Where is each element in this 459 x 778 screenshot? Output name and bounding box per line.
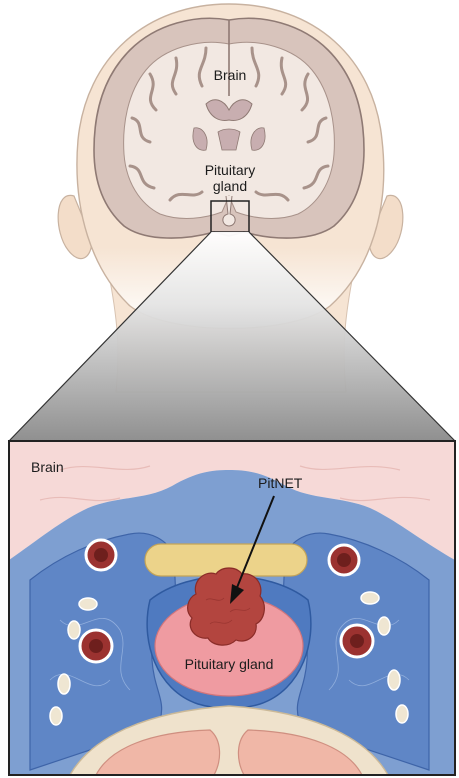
label-pitnet: PitNET <box>258 475 302 491</box>
zoom-funnel <box>9 232 455 441</box>
label-top-pituitary-line2: gland <box>196 178 264 194</box>
inset-panel <box>9 441 455 775</box>
brain-section <box>94 18 364 238</box>
label-top-brain: Brain <box>209 67 251 83</box>
label-inset-brain: Brain <box>31 459 64 475</box>
label-inset-pituitary-gland: Pituitary gland <box>164 656 294 672</box>
label-top-pituitary-line1: Pituitary <box>196 162 264 178</box>
